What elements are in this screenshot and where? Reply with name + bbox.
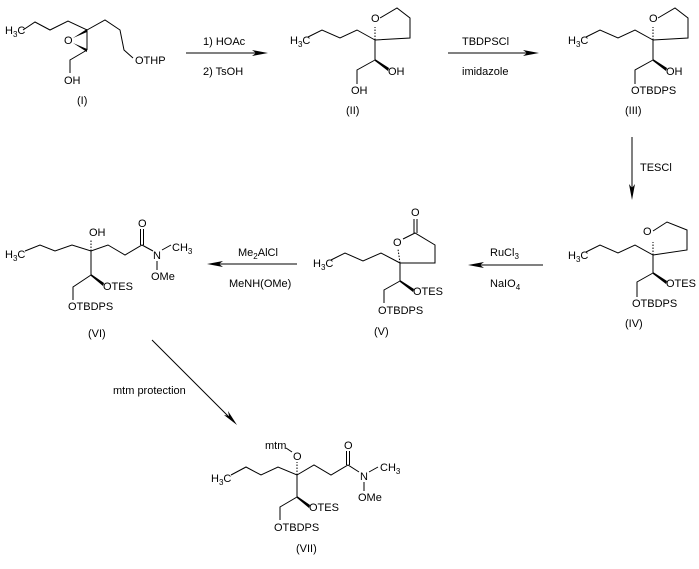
side-label: OTES — [103, 281, 133, 293]
reagent-label: mtm protection — [113, 385, 186, 397]
top-label: O — [293, 451, 302, 463]
methoxy-label: OMe — [151, 271, 175, 283]
h3c-label: H3C — [5, 25, 25, 39]
h3c-label: H3C — [568, 35, 588, 49]
othp-label: OTHP — [135, 55, 166, 67]
bottom-label: OH — [351, 85, 368, 97]
carbonyl-oxygen: O — [138, 218, 147, 230]
methyl-label: CH3 — [380, 462, 401, 476]
bottom-label: OTBDPS — [631, 85, 676, 97]
methyl-label: CH3 — [172, 242, 193, 256]
reaction-arrow-5: Me2AlCl MeNH(OMe) — [207, 247, 297, 290]
reagent-above: Me2AlCl — [238, 247, 278, 261]
compound-label: (I) — [77, 95, 87, 107]
ring-oxygen: O — [643, 226, 652, 238]
hydroxyl-label: OH — [64, 75, 81, 87]
reagent-above: RuCl3 — [490, 247, 519, 261]
h3c-label: H3C — [313, 258, 333, 272]
reagent-label: TESCl — [640, 162, 672, 174]
reagent-below: imidazole — [462, 66, 508, 78]
side-label: OTES — [309, 502, 339, 514]
wedge-bond — [91, 274, 104, 286]
compound-label: (V) — [374, 326, 389, 338]
arrowhead — [207, 261, 223, 267]
bottom-label: OTBDPS — [274, 522, 319, 534]
reaction-arrow-3: TESCl — [629, 137, 672, 200]
bottom-label: OTBDPS — [632, 298, 677, 310]
reagent-above: TBDPSCl — [462, 36, 509, 48]
side-label: OTES — [666, 278, 696, 290]
carbonyl-oxygen: O — [411, 207, 420, 219]
side-label: OH — [388, 66, 405, 78]
ch2-bond — [69, 49, 88, 73]
reagent-below: MeNH(OMe) — [229, 278, 291, 290]
bottom-label: OTBDPS — [68, 301, 113, 313]
mtm-label: mtm — [265, 440, 286, 452]
compound-II: H3C O OH OH (II) — [290, 7, 411, 117]
compound-label: (VII) — [296, 543, 317, 555]
ring-oxygen: O — [393, 237, 402, 249]
compound-I: H3C O OH OTHP (I) — [5, 19, 166, 107]
reaction-arrow-6: mtm protection — [113, 339, 237, 425]
h3c-label: H3C — [5, 249, 25, 263]
compound-label: (II) — [346, 105, 359, 117]
reagent-below: NaIO4 — [490, 278, 521, 292]
side-label: OTES — [413, 286, 443, 298]
arrowhead — [523, 50, 539, 56]
side-label: OH — [666, 66, 683, 78]
compound-label: (IV) — [625, 318, 643, 330]
wedge-bond — [375, 59, 389, 71]
ring-oxygen: O — [371, 13, 380, 25]
reaction-arrow-1: 1) HOAc 2) TsOH — [186, 36, 268, 78]
wedge-bond — [400, 280, 414, 292]
h3c-label: H3C — [568, 250, 588, 264]
arrowhead — [629, 184, 635, 200]
compound-VII: H3C O mtm O N CH3 OMe OTES OTBDPS (VII) — [211, 440, 401, 555]
wedge-bond — [653, 59, 667, 71]
epoxide-oxygen: O — [64, 35, 73, 47]
compound-III: H3C O OH OTBDPS (III) — [568, 7, 689, 117]
compound-label: (III) — [625, 105, 642, 117]
compound-label: (VI) — [88, 328, 106, 340]
h3c-label: H3C — [211, 473, 231, 487]
methoxy-label: OMe — [358, 492, 382, 504]
hashed-bond — [397, 248, 401, 264]
h3c-label: H3C — [290, 35, 310, 49]
reagent-below: 2) TsOH — [203, 66, 243, 78]
ring-oxygen: O — [649, 13, 658, 25]
compound-VI: H3C OH O N CH3 OMe OTES OTBDPS (VI) — [5, 218, 193, 340]
carbonyl-oxygen: O — [344, 440, 353, 452]
reaction-arrow-2: TBDPSCl imidazole — [448, 36, 539, 78]
reagent-above: 1) HOAc — [203, 36, 246, 48]
wedge-bond — [73, 29, 87, 38]
compound-V: H3C O O OTES OTBDPS (V) — [313, 207, 443, 338]
bottom-label: OTBDPS — [378, 305, 423, 317]
wedge-bond — [653, 272, 667, 284]
reaction-arrow-4: RuCl3 NaIO4 — [468, 247, 543, 292]
top-label: OH — [89, 227, 106, 239]
carbon-chain-bond — [22, 19, 134, 59]
nitrogen-label: N — [360, 471, 368, 483]
nitrogen-label: N — [153, 250, 161, 262]
arrowhead — [468, 262, 484, 268]
compound-IV: H3C O OTES OTBDPS (IV) — [568, 221, 696, 330]
arrowhead — [252, 50, 268, 56]
arrowhead — [224, 411, 237, 425]
wedge-bond — [73, 43, 87, 52]
wedge-bond — [297, 496, 310, 508]
